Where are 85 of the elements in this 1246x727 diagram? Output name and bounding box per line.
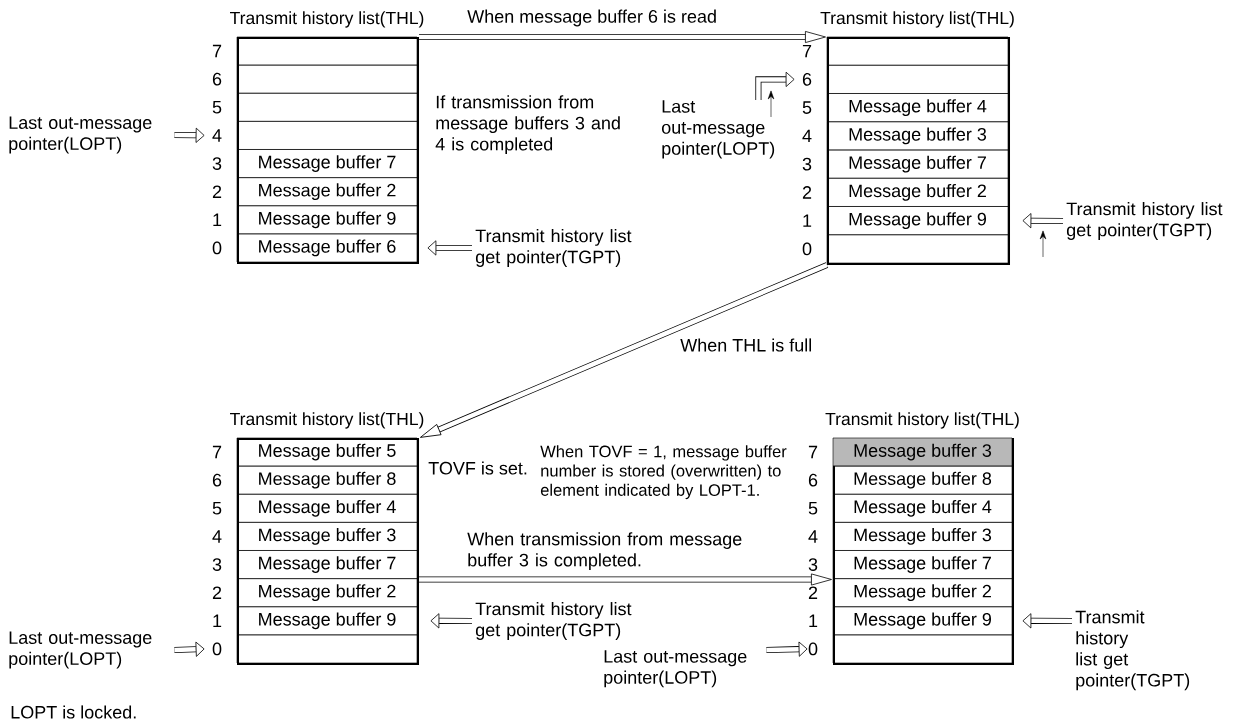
row-number: 6 [802, 73, 812, 86]
pointer-label: Last out-message pointer(LOPT) [9, 116, 152, 154]
row-number: 5 [212, 502, 222, 515]
edge-label: When transmission from message buffer 3 is completed. [467, 532, 742, 571]
row-number: 5 [808, 502, 818, 515]
list-cell: Message buffer 3 [832, 522, 1013, 551]
list-title: Transmit history list(THL) [825, 412, 1019, 429]
list-cell: Message buffer 4 [832, 493, 1013, 523]
list-cell: Message buffer 7 [826, 149, 1009, 179]
pointer-label: Transmit history list get pointer(TGPT) [475, 229, 632, 267]
row-number: 3 [212, 157, 222, 170]
hollow-arrow [174, 641, 205, 657]
row-number: 6 [212, 473, 222, 487]
note-text: If transmission from message buffers 3 and 4 is completed [435, 95, 620, 155]
list-cell: Message buffer 2 [826, 177, 1009, 207]
list-cell: Message buffer 9 [826, 206, 1009, 236]
row-number: 5 [802, 101, 812, 114]
list-cell: Message buffer 3 [236, 522, 418, 551]
list-title: Transmit history list(THL) [230, 412, 424, 429]
row-number: 6 [808, 473, 818, 487]
pointer-label: Last out-message pointer(LOPT) [9, 631, 152, 669]
row-number: 0 [808, 642, 818, 656]
row-number: 4 [808, 530, 818, 543]
list-cell: Message buffer 4 [236, 493, 418, 523]
hollow-arrow [1022, 613, 1073, 629]
row-number: 1 [213, 614, 222, 627]
row-number: 3 [802, 157, 812, 171]
row-number: 2 [802, 186, 812, 199]
list-cell: Message buffer 6 [236, 233, 418, 263]
row-number: 2 [808, 586, 818, 599]
list-cell: Message buffer 7 [236, 550, 418, 579]
hollow-arrow [420, 262, 829, 438]
hollow-arrow [419, 31, 826, 43]
list-cell: Message buffer 9 [236, 606, 418, 636]
list-cell: Message buffer 2 [236, 177, 418, 207]
list-cell: Message buffer 4 [826, 93, 1009, 123]
row-number: 0 [212, 642, 222, 656]
row-number: 4 [802, 129, 812, 143]
row-number: 7 [802, 44, 812, 58]
hollow-arrow [427, 240, 473, 256]
row-number: 0 [802, 242, 812, 256]
note-text: When TOVF = 1, message buffer number is stored (overwritten) to element indicated by LOPT-1. [540, 445, 787, 500]
list-cell: Message buffer 3 [832, 437, 1013, 467]
row-number: 4 [212, 530, 222, 543]
row-number: 1 [809, 614, 818, 627]
list-cell: Message buffer 7 [832, 550, 1013, 579]
list-cell: Message buffer 8 [832, 465, 1013, 495]
row-number: 4 [212, 129, 222, 142]
list-title: Transmit history list(THL) [230, 11, 424, 28]
edge-label: When message buffer 6 is read [467, 9, 716, 27]
row-number: 2 [212, 586, 222, 599]
list-cell: Message buffer 8 [236, 465, 418, 495]
list-cell: Message buffer 2 [832, 578, 1013, 608]
edge-label: When THL is full [680, 338, 811, 352]
pointer-label: Transmit history list get pointer(TGPT) [1066, 202, 1223, 240]
hollow-arrow [766, 641, 808, 657]
row-number: 2 [212, 185, 222, 198]
row-number: 7 [212, 44, 222, 58]
row-number: 0 [212, 241, 222, 255]
pointer-label: Last out-message pointer(LOPT) [604, 650, 747, 688]
row-number: 7 [212, 445, 222, 459]
pointer-label: Transmit history list get pointer(TGPT) [475, 602, 632, 640]
row-number: 7 [808, 445, 818, 459]
list-title: Transmit history list(THL) [820, 11, 1014, 28]
row-number: 5 [212, 101, 222, 114]
row-number: 1 [803, 214, 812, 227]
list-cell: Message buffer 3 [826, 121, 1009, 151]
row-number: 1 [213, 213, 222, 226]
pointer-label: Last out-message pointer(LOPT) [661, 100, 775, 159]
list-cell: Message buffer 2 [236, 578, 418, 608]
hollow-arrow [755, 71, 795, 100]
pointer-label: Transmit history list get pointer(TGPT) [1075, 610, 1190, 691]
list-cell: Message buffer 5 [236, 437, 418, 467]
hollow-arrow [1022, 213, 1064, 229]
list-cell: Message buffer 9 [832, 606, 1013, 636]
hollow-arrow [430, 613, 473, 629]
hollow-arrow [419, 573, 832, 586]
row-number: 3 [212, 558, 222, 571]
note-text: TOVF is set. [428, 461, 527, 475]
note-text: LOPT is locked. [11, 705, 136, 719]
row-number: 3 [808, 558, 818, 571]
list-cell: Message buffer 7 [236, 149, 418, 178]
list-cell: Message buffer 9 [236, 205, 418, 235]
row-number: 6 [212, 72, 222, 86]
hollow-arrow [174, 127, 205, 143]
